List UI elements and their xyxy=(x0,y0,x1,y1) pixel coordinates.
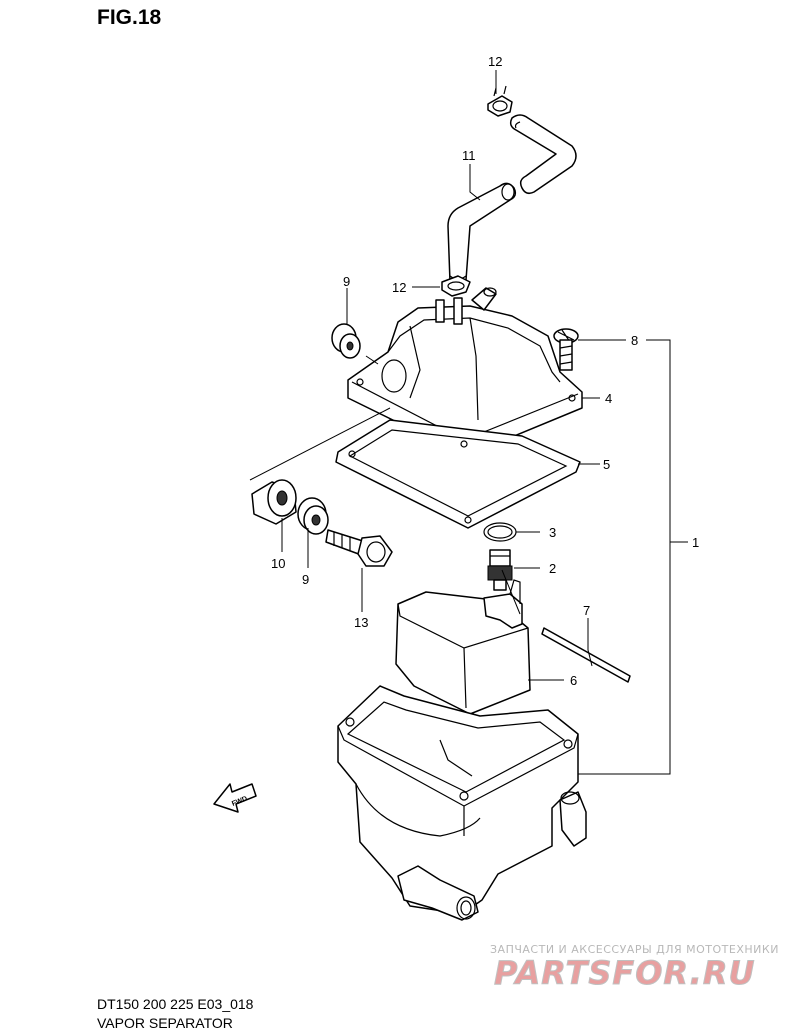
part-1-separator-body[interactable] xyxy=(337,685,587,921)
part-2-needle-valve[interactable] xyxy=(487,549,513,591)
callout-9-lower: 9 xyxy=(302,572,309,587)
callout-7: 7 xyxy=(583,603,590,618)
callout-13: 13 xyxy=(354,615,368,630)
leader-lines xyxy=(281,70,688,775)
part-3-o-ring[interactable] xyxy=(483,522,517,542)
part-10-grommet[interactable] xyxy=(251,479,297,525)
part-4-separator-cover[interactable] xyxy=(347,287,583,457)
callout-3: 3 xyxy=(549,525,556,540)
callout-1: 1 xyxy=(692,535,699,550)
callout-9-upper: 9 xyxy=(343,274,350,289)
watermark-brand-text: PARTSFOR.RU xyxy=(494,954,755,992)
callout-2: 2 xyxy=(549,561,556,576)
watermark-brand-logo: PARTSFOR.RU xyxy=(494,954,755,993)
part-9-washer-upper[interactable] xyxy=(331,323,361,359)
callout-4: 4 xyxy=(605,391,612,406)
callout-labels: 12 11 12 9 8 4 5 1 3 2 7 6 10 9 13 xyxy=(271,54,699,688)
callout-11: 11 xyxy=(462,148,476,163)
callout-12-lower: 12 xyxy=(392,280,406,295)
part-9-washer-lower[interactable] xyxy=(297,497,329,535)
part-8-screw[interactable] xyxy=(553,328,579,371)
callout-8: 8 xyxy=(631,333,638,348)
part-11-hose[interactable] xyxy=(447,114,577,286)
part-5-gasket[interactable] xyxy=(335,419,581,529)
callout-10: 10 xyxy=(271,556,285,571)
callout-5: 5 xyxy=(603,457,610,472)
footer-assembly-name: VAPOR SEPARATOR xyxy=(97,1015,233,1031)
callout-6: 6 xyxy=(570,673,577,688)
footer-model-code: DT150 200 225 E03_018 xyxy=(97,996,254,1012)
part-13-bolt[interactable] xyxy=(325,529,393,567)
part-7-float-pin[interactable] xyxy=(541,627,631,683)
part-12-hose-clamp-top[interactable] xyxy=(487,85,513,117)
watermark-tagline: ЗАПЧАСТИ И АКСЕССУАРЫ ДЛЯ МОТОТЕХНИКИ xyxy=(490,943,779,956)
assembly-guide-lines xyxy=(249,355,521,615)
callout-12-top: 12 xyxy=(488,54,502,69)
part-12-hose-clamp-lower[interactable] xyxy=(441,275,471,297)
fwd-arrow-icon: FWD xyxy=(213,783,257,813)
part-6-float[interactable] xyxy=(395,579,531,715)
figure-title: FIG.18 xyxy=(97,6,162,29)
